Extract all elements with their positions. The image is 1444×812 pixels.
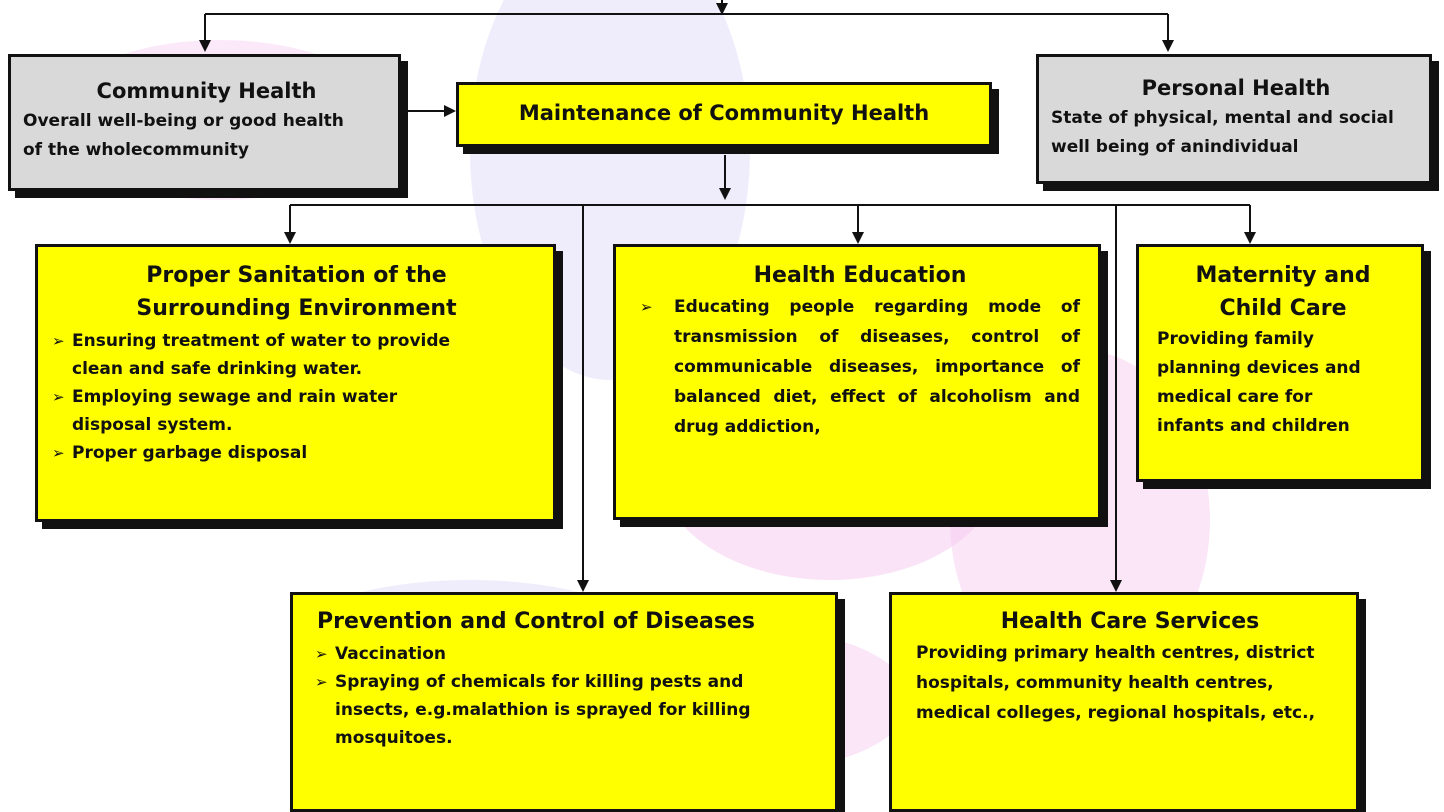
health-care-services-title: Health Care Services	[1000, 609, 1260, 634]
maintenance-box: Maintenance of Community Health	[456, 82, 992, 147]
community-health-box: Community Health Overall well-being or g…	[8, 54, 401, 191]
sanitation-box: Proper Sanitation of the Surrounding Env…	[35, 244, 556, 522]
prevention-title: Prevention and Control of Diseases	[317, 609, 755, 634]
list-item: Spraying of chemicals for killing pests …	[315, 668, 775, 752]
maternity-title-line1: Maternity and	[1195, 263, 1371, 288]
sanitation-list: Ensuring treatment of water to provide c…	[52, 327, 522, 467]
maternity-desc: Providing family planning devices and me…	[1157, 329, 1361, 436]
prevention-box: Prevention and Control of Diseases Vacci…	[290, 592, 838, 812]
community-health-desc: Overall well-being or good health of the…	[23, 111, 344, 160]
sanitation-title-line1: Proper Sanitation of the	[146, 263, 447, 288]
list-item: Educating people regarding mode of trans…	[640, 292, 1080, 442]
maintenance-title: Maintenance of Community Health	[518, 101, 930, 125]
maternity-box: Maternity and Child Care Providing famil…	[1136, 244, 1424, 482]
prevention-list: Vaccination Spraying of chemicals for ki…	[315, 640, 775, 752]
health-care-services-box: Health Care Services Providing primary h…	[889, 592, 1359, 812]
health-education-box: Health Education Educating people regard…	[613, 244, 1101, 520]
list-item: Vaccination	[315, 640, 775, 668]
list-item: Proper garbage disposal	[52, 439, 522, 467]
sanitation-title-line2: Surrounding Environment	[136, 296, 457, 321]
maternity-title-line2: Child Care	[1219, 296, 1347, 321]
personal-health-desc: State of physical, mental and social wel…	[1051, 108, 1394, 157]
personal-health-title: Personal Health	[1141, 76, 1331, 100]
personal-health-box: Personal Health State of physical, menta…	[1036, 54, 1432, 184]
list-item: Ensuring treatment of water to provide c…	[52, 327, 522, 383]
health-care-services-desc: Providing primary health centres, distri…	[916, 643, 1316, 723]
health-education-title: Health Education	[753, 263, 967, 288]
community-health-title: Community Health	[96, 79, 317, 103]
list-item: Employing sewage and rain water disposal…	[52, 383, 522, 439]
health-education-list: Educating people regarding mode of trans…	[640, 292, 1080, 442]
